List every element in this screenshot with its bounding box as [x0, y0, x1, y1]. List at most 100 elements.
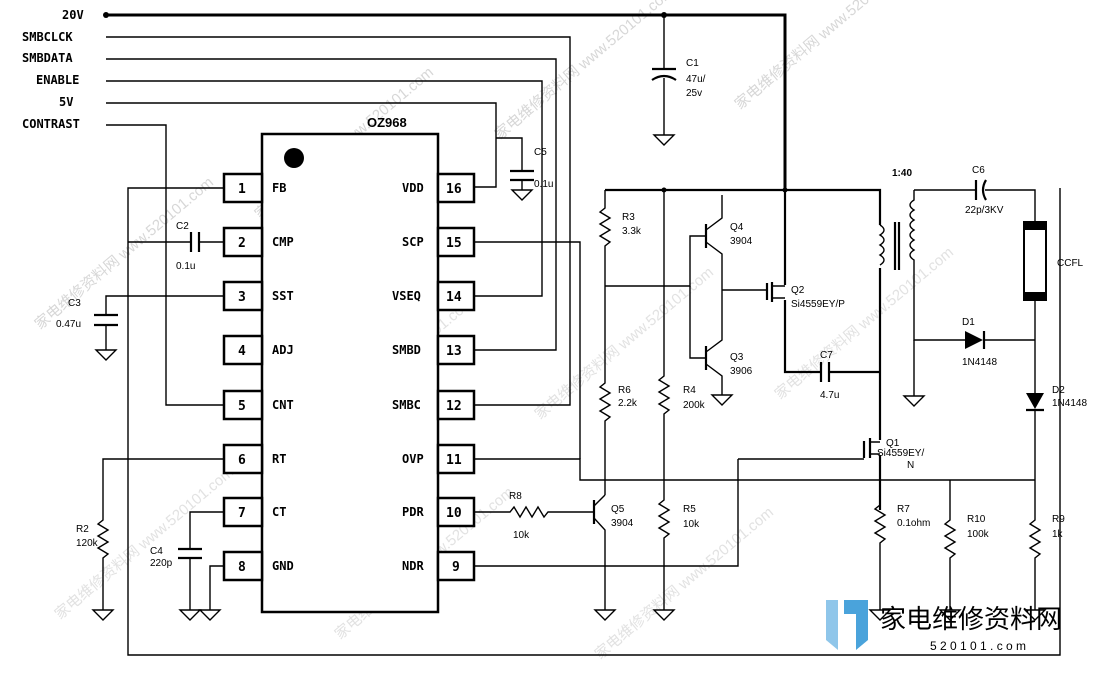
c1-capacitor: C1 47u/ 25v	[651, 15, 706, 146]
svg-text:8: 8	[238, 560, 246, 575]
svg-text:12: 12	[446, 399, 462, 414]
svg-text:D2: D2	[1052, 385, 1065, 396]
watermark-text: 家电维修资料网 www.520101.com	[32, 174, 217, 333]
svg-text:CMP: CMP	[272, 235, 294, 249]
svg-text:1:40: 1:40	[892, 168, 912, 179]
c4-capacitor: C4 220p	[150, 511, 224, 621]
ndr-wire	[474, 459, 739, 567]
svg-text:1k: 1k	[1052, 529, 1064, 540]
signal-label-enable: ENABLE	[36, 73, 79, 87]
svg-text:C4: C4	[150, 546, 163, 557]
c6-capacitor: C6 22p/3KV	[914, 165, 1036, 222]
svg-text:R4: R4	[683, 385, 696, 396]
svg-text:R9: R9	[1052, 514, 1065, 525]
svg-text:3: 3	[238, 290, 246, 305]
ic-pin-13: 13 SMBD	[392, 334, 476, 366]
transformer-t1: 1:40	[878, 168, 916, 270]
signal-labels: 20V SMBCLCK SMBDATA ENABLE 5V CONTRAST	[22, 8, 84, 131]
ic-right-pins: 16 VDD 15 SCP 14 VSEQ 13 SMBD 12 SMBC 11…	[392, 172, 476, 582]
svg-text:C2: C2	[176, 221, 189, 232]
r3-resistor: R3 3.3k	[598, 190, 642, 286]
ic-pin-1: 1 FB	[222, 172, 286, 204]
svg-text:5: 5	[238, 399, 246, 414]
svg-text:CCFL: CCFL	[1057, 258, 1084, 269]
svg-text:220p: 220p	[150, 558, 173, 569]
ic-left-pins: 1 FB 2 CMP 3 SST 4 ADJ 5 CNT 6 RT	[222, 172, 294, 582]
q1-mosfet: Q1 Si4559EY/ N	[738, 438, 924, 471]
gnd-pin8	[198, 565, 224, 621]
svg-text:Q3: Q3	[730, 352, 744, 363]
svg-text:1: 1	[238, 182, 246, 197]
ic-pin-8: 8 GND	[222, 550, 294, 582]
svg-text:Q1: Q1	[886, 438, 900, 449]
watermark-logo: 家电维修资料网 5 2 0 1 0 1 . c o m	[826, 600, 1062, 653]
ic-oz968: OZ968	[260, 115, 440, 614]
pin1-marker	[284, 148, 304, 168]
svg-text:0.1u: 0.1u	[176, 261, 195, 272]
q4-transistor: Q4 3904	[605, 195, 753, 287]
signal-label-contrast: CONTRAST	[22, 117, 80, 131]
c7-value: 4.7u	[820, 390, 839, 401]
watermark-text: 家电维修资料网 www.520101.com	[772, 244, 957, 403]
svg-text:0.47u: 0.47u	[56, 319, 81, 330]
svg-text:C6: C6	[972, 165, 985, 176]
svg-text:NDR: NDR	[402, 559, 424, 573]
svg-text:16: 16	[446, 182, 462, 197]
watermark-text: 家电维修资料网 www.520101.com	[492, 0, 677, 143]
svg-text:N: N	[907, 460, 914, 471]
signal-label-smbdata: SMBDATA	[22, 51, 73, 65]
q3-transistor: Q3 3906	[689, 286, 753, 406]
svg-text:10k: 10k	[683, 519, 700, 530]
scp-wire	[474, 241, 581, 459]
svg-text:SCP: SCP	[402, 235, 424, 249]
svg-text:Si4559EY/P: Si4559EY/P	[791, 299, 845, 310]
svg-text:9: 9	[452, 560, 460, 575]
r4-resistor: R4 200k	[657, 190, 706, 462]
svg-text:R7: R7	[897, 504, 910, 515]
c3-capacitor: C3 0.47u	[56, 295, 224, 361]
ic-pin-14: 14 VSEQ	[392, 280, 476, 312]
svg-text:C1: C1	[686, 58, 699, 69]
svg-text:SMBD: SMBD	[392, 343, 421, 357]
svg-text:13: 13	[446, 344, 462, 359]
svg-text:200k: 200k	[683, 400, 706, 411]
svg-text:VSEQ: VSEQ	[392, 289, 421, 303]
svg-text:Q5: Q5	[611, 504, 625, 515]
r6-resistor: R6 2.2k	[598, 286, 638, 495]
signal-label-5v: 5V	[59, 95, 73, 109]
r7-resistor: R7 0.1ohm	[868, 504, 930, 621]
svg-text:R2: R2	[76, 524, 89, 535]
svg-text:R6: R6	[618, 385, 631, 396]
svg-text:R10: R10	[967, 514, 986, 525]
r9-resistor: R9 1k	[1023, 410, 1065, 621]
svg-text:47u/: 47u/	[686, 74, 706, 85]
d2-diode: D2 1N4148	[1026, 340, 1087, 412]
q2-mosfet: Q2 Si4559EY/P	[722, 282, 845, 310]
svg-text:3904: 3904	[611, 518, 634, 529]
d1-diode: D1 1N4148	[902, 268, 1035, 407]
r8-resistor: R8 10k	[474, 491, 594, 541]
svg-text:R3: R3	[622, 212, 635, 223]
svg-text:10k: 10k	[513, 530, 530, 541]
svg-text:15: 15	[446, 236, 462, 251]
svg-text:4: 4	[238, 344, 246, 359]
svg-text:CNT: CNT	[272, 398, 294, 412]
svg-text:11: 11	[446, 453, 462, 468]
svg-text:VDD: VDD	[402, 181, 424, 195]
svg-text:GND: GND	[272, 559, 294, 573]
svg-text:R5: R5	[683, 504, 696, 515]
svg-text:22p/3KV: 22p/3KV	[965, 205, 1004, 216]
c2-capacitor: C2 0.1u	[128, 221, 224, 272]
svg-text:Q2: Q2	[791, 285, 805, 296]
svg-text:C5: C5	[534, 147, 547, 158]
svg-text:Q4: Q4	[730, 222, 744, 233]
q5-transistor: Q5 3904	[592, 494, 634, 621]
r10-resistor: R10 100k	[938, 480, 990, 621]
svg-text:FB: FB	[272, 181, 286, 195]
svg-text:Si4559EY/: Si4559EY/	[877, 448, 924, 459]
signal-label-smbclck: SMBCLCK	[22, 30, 73, 44]
ic-pin-11: 11 OVP	[402, 443, 476, 475]
signal-label-20v: 20V	[62, 8, 84, 22]
